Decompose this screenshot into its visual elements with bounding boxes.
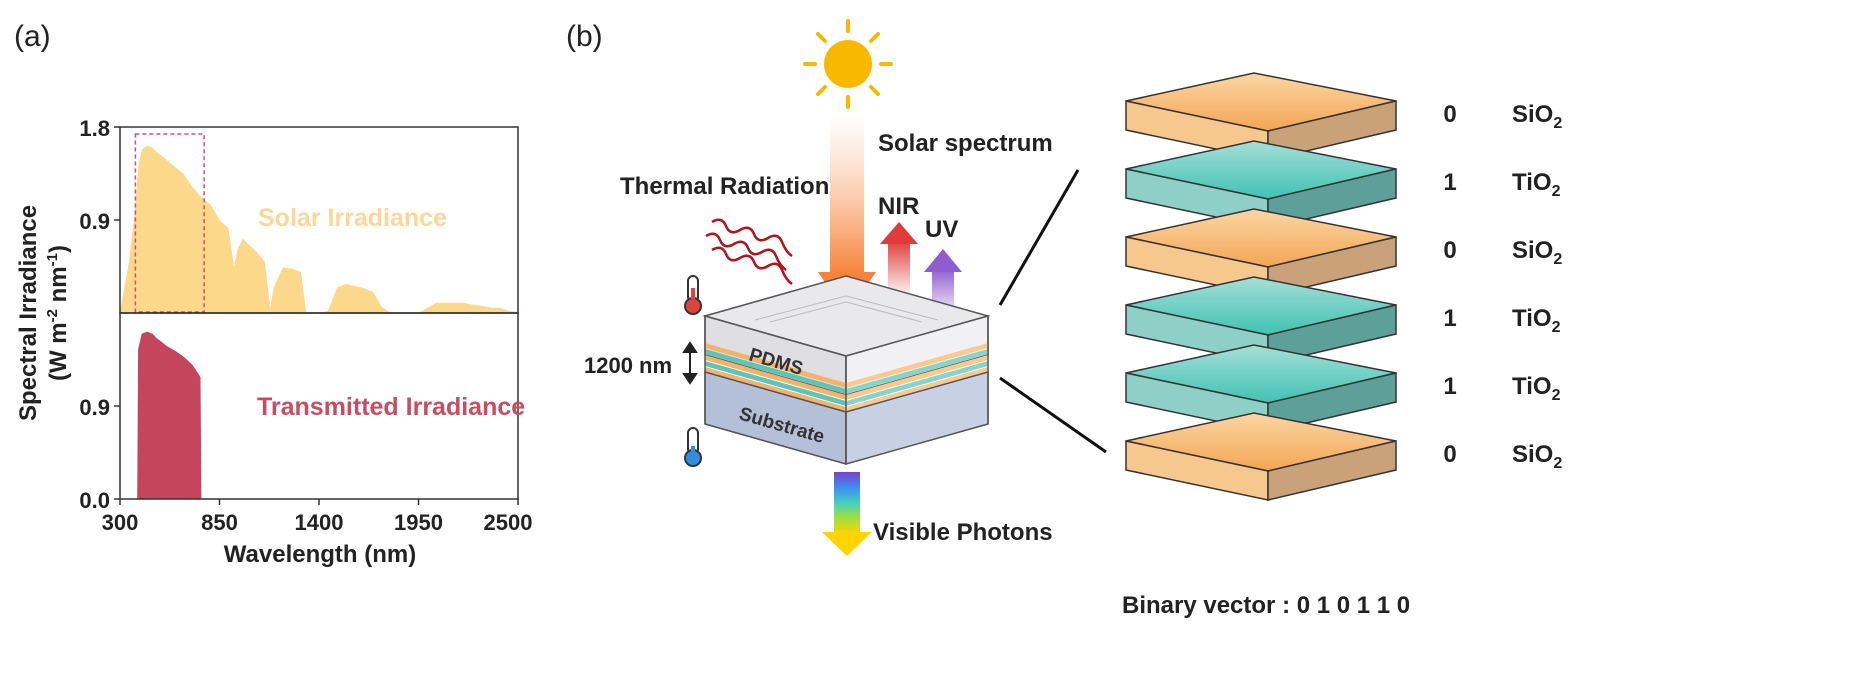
layer-material-label: TiO2: [1512, 305, 1561, 336]
thermal-wave-icon: [705, 218, 793, 286]
layer-slab: [1125, 412, 1397, 501]
visible-photons-arrow: [822, 472, 872, 556]
x-tick-label: 2500: [484, 510, 533, 535]
layer-material-label: SiO2: [1512, 441, 1562, 472]
thin-layers-right: [846, 343, 988, 412]
zoom-line-bottom: [999, 376, 1107, 454]
solar-spectrum-label: Solar spectrum: [878, 130, 1053, 157]
x-tick-label: 1400: [295, 510, 344, 535]
spectral-chart: 1.8 0.9 0.9 0.0 300 850 1400 1950 2500 S…: [15, 116, 532, 568]
binary-vector-label: Binary vector : 0 1 0 1 1 0: [1122, 592, 1410, 619]
y-tick-label: 0.9: [79, 395, 110, 420]
x-ticks: 300 850 1400 1950 2500: [102, 499, 533, 535]
zoom-line-top: [998, 169, 1080, 306]
layer-bit-label: 0: [1443, 237, 1456, 264]
y-axis-label-line1: Spectral Irradiance: [15, 205, 42, 421]
layer-bit-label: 1: [1443, 373, 1456, 400]
nir-arrow: [880, 222, 918, 298]
x-tick-label: 1950: [394, 510, 443, 535]
layer-bit-label: 0: [1443, 441, 1456, 468]
transmitted-irradiance-label: Transmitted Irradiance: [257, 393, 525, 421]
visible-photons-label: Visible Photons: [873, 519, 1053, 546]
y-axis-label-line2: (W m-2 nm-1): [44, 245, 72, 381]
y-tick-label: 1.8: [79, 116, 110, 141]
uv-label: UV: [925, 216, 958, 243]
thermal-radiation-label: Thermal Radiation: [620, 173, 829, 200]
x-tick-label: 850: [201, 510, 238, 535]
y-tick-label: 0.0: [79, 488, 110, 513]
thickness-label: 1200 nm: [584, 353, 672, 378]
layer-side-face: [1267, 440, 1397, 501]
layer-bit-label: 1: [1443, 169, 1456, 196]
thin-layers-left: [705, 343, 846, 412]
layer-material-label: SiO2: [1512, 101, 1562, 132]
sun-icon: [803, 19, 893, 109]
layer-bit-label: 1: [1443, 305, 1456, 332]
x-tick-label: 300: [102, 510, 139, 535]
panel-a-label: (a): [14, 20, 51, 53]
layer-bit-label: 0: [1443, 101, 1456, 128]
layer-material-label: TiO2: [1512, 373, 1561, 404]
y-tick-label: 0.9: [79, 209, 110, 234]
hot-thermometer-icon: [684, 275, 702, 315]
thickness-arrow: [682, 341, 698, 385]
transmitted-irradiance-area: [137, 331, 202, 499]
x-axis-label: Wavelength (nm): [224, 541, 416, 568]
layer-material-label: SiO2: [1512, 237, 1562, 268]
nir-label: NIR: [878, 193, 919, 220]
solar-irradiance-label: Solar Irradiance: [258, 204, 447, 232]
panel-b-label: (b): [566, 20, 603, 53]
solar-irradiance-area: [120, 145, 518, 313]
device-stack: PDMS Substrate: [702, 275, 991, 465]
cold-thermometer-icon: [684, 427, 702, 467]
layer-material-label: TiO2: [1512, 169, 1561, 200]
y-axis-label: Spectral Irradiance (W m-2 nm-1): [15, 205, 72, 421]
highlight-box: [134, 133, 205, 313]
